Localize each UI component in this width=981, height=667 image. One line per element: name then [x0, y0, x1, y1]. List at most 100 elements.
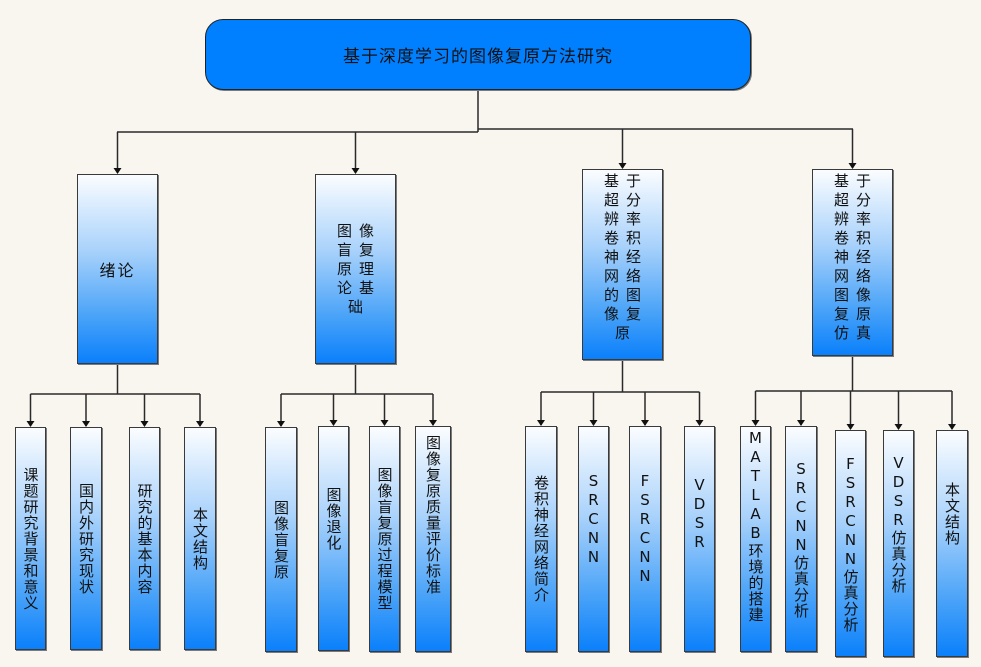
section-node[interactable]: 图像盲复原过程模型	[369, 426, 400, 652]
chapter-node-method[interactable]: 基于超分辨率卷积神经网络的图像复原	[582, 169, 663, 360]
title-char: 辨	[833, 210, 849, 228]
arrow-head-icon	[846, 424, 855, 430]
section-node[interactable]: SRCNN仿真分析	[785, 426, 817, 652]
chapter-title: 基于超分辨率卷积神经网络图像复原仿真	[833, 172, 873, 343]
title-char: 像	[855, 286, 871, 304]
section-node[interactable]: 图像退化	[318, 426, 349, 651]
section-title: 本文结构	[191, 506, 209, 571]
section-title: MATLAB环境的搭建	[746, 429, 765, 623]
title-char: 网	[833, 267, 849, 285]
title-char: 真	[855, 324, 871, 342]
section-title: 卷积神经网络简介	[532, 475, 550, 603]
root-title: 基于深度学习的图像复原方法研究	[343, 47, 613, 67]
title-char: 络	[625, 267, 641, 285]
arrow-head-icon	[641, 420, 649, 426]
arrow-head-icon	[848, 163, 857, 169]
title-char: 图	[336, 221, 352, 240]
title-char: 经	[855, 248, 871, 266]
arrow-head-icon	[329, 420, 338, 426]
section-node[interactable]: FSRCNN仿真分析	[835, 430, 866, 657]
section-title: 图像盲复原	[272, 499, 290, 580]
title-char: 超	[833, 191, 849, 209]
arrow-head-icon	[140, 421, 149, 427]
chapter-node-theory[interactable]: 图像盲复原理论基础	[315, 174, 396, 364]
section-node[interactable]: VDSR仿真分析	[883, 430, 914, 657]
section-title: 研究的基本内容	[135, 482, 154, 595]
title-char: 率	[855, 210, 871, 228]
title-char: 像	[603, 305, 619, 323]
section-node[interactable]: 本文结构	[184, 427, 216, 650]
section-title: 课题研究背景和意义	[21, 466, 40, 611]
title-char: 分	[625, 191, 641, 209]
arrow-head-icon	[797, 420, 805, 426]
chapter-node-simulation[interactable]: 基于超分辨率卷积神经网络图像复原仿真	[812, 169, 893, 356]
title-char: 卷	[833, 229, 849, 247]
title-char: 积	[625, 229, 641, 247]
arrow-head-icon	[26, 421, 35, 427]
title-char: 于	[625, 172, 641, 190]
title-char: 神	[603, 248, 619, 266]
section-node[interactable]: 课题研究背景和意义	[15, 427, 46, 650]
title-char: 络	[855, 267, 871, 285]
title-char: 超	[603, 191, 619, 209]
arrow-head-icon	[618, 163, 627, 169]
arrow-head-icon	[380, 420, 389, 426]
title-char: 盲	[336, 240, 352, 259]
root-node[interactable]: 基于深度学习的图像复原方法研究	[205, 19, 751, 90]
arrow-head-icon	[277, 421, 285, 427]
section-title: SRCNN	[584, 471, 603, 567]
title-char: 经	[625, 248, 641, 266]
arrow-head-icon	[429, 420, 437, 426]
section-title: VDSR仿真分析	[889, 453, 908, 594]
chapter-node-intro[interactable]: 绪论	[77, 174, 158, 364]
section-title: SRCNN仿真分析	[792, 459, 810, 619]
title-char: 原	[855, 305, 871, 323]
title-char: 图	[833, 286, 849, 304]
title-char: 基	[833, 172, 849, 190]
title-char: 论	[336, 278, 352, 297]
chapter-title: 绪论	[99, 261, 136, 280]
section-node[interactable]: 图像盲复原	[265, 427, 297, 652]
title-char: 神	[833, 248, 849, 266]
title-char: 理	[358, 259, 374, 278]
arrow-head-icon	[751, 420, 760, 426]
title-char: 卷	[603, 229, 619, 247]
arrow-head-icon	[82, 421, 90, 427]
title-char: 像	[358, 221, 374, 240]
section-node[interactable]: SRCNN	[578, 426, 609, 652]
section-node[interactable]: VDSR	[684, 426, 715, 652]
arrow-head-icon	[894, 424, 903, 430]
title-char: 积	[855, 229, 871, 247]
section-node[interactable]: 卷积神经网络简介	[525, 426, 557, 652]
title-char: 础	[347, 297, 363, 316]
title-char: 分	[855, 191, 871, 209]
arrow-head-icon	[351, 168, 360, 174]
title-char: 基	[358, 278, 374, 297]
title-char: 图	[625, 286, 641, 304]
section-title: VDSR	[690, 476, 709, 552]
title-char: 仿	[833, 324, 849, 342]
title-char: 复	[625, 305, 641, 323]
title-char: 于	[855, 172, 871, 190]
section-title: FSRCNN	[636, 472, 654, 586]
title-char: 复	[833, 305, 849, 323]
section-node[interactable]: 本文结构	[936, 430, 968, 657]
section-title: 本文结构	[943, 481, 961, 546]
title-char: 复	[358, 240, 374, 259]
section-node[interactable]: 国内外研究现状	[70, 427, 102, 650]
title-char: 率	[625, 210, 641, 228]
section-node[interactable]: MATLAB环境的搭建	[740, 426, 771, 652]
arrow-head-icon	[948, 424, 956, 430]
title-char: 的	[603, 286, 619, 304]
section-title: 国内外研究现状	[77, 482, 95, 595]
section-node[interactable]: 研究的基本内容	[129, 427, 160, 650]
section-node[interactable]: 图像复原质量评价标准	[415, 426, 451, 652]
title-char: 原	[614, 324, 630, 342]
section-title: FSRCNN仿真分析	[841, 454, 860, 633]
section-title: 图像复原质量评价标准	[424, 435, 442, 595]
title-char: 原	[336, 259, 352, 278]
arrow-head-icon	[196, 421, 204, 427]
arrow-head-icon	[589, 420, 598, 426]
section-node[interactable]: FSRCNN	[629, 426, 661, 652]
